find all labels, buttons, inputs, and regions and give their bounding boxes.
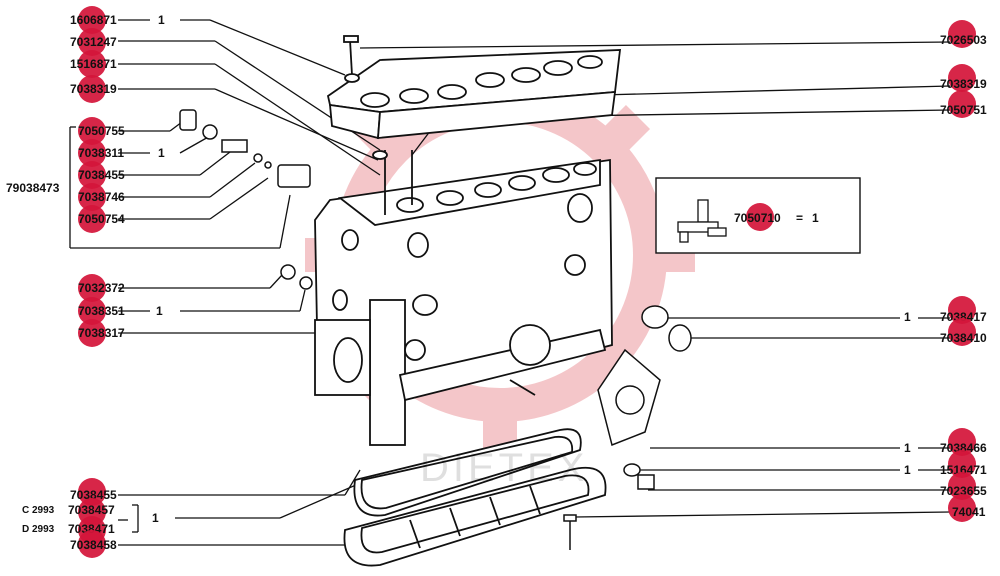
part-qty-label: 1: [904, 441, 911, 455]
part-code-label[interactable]: 7038466: [940, 441, 987, 455]
part-code-label[interactable]: 7038351: [78, 304, 125, 318]
marker-dot: [78, 75, 106, 103]
marker-dot: [78, 205, 106, 233]
variant-prefix-label: C 2993: [22, 505, 55, 516]
part-code-label[interactable]: 7023655: [940, 484, 987, 498]
part-code-label[interactable]: 7038455: [70, 488, 117, 502]
part-code-label[interactable]: 7038471: [68, 522, 115, 536]
variant-prefix-label: D 2993: [22, 524, 55, 535]
part-code-label[interactable]: 7031247: [70, 35, 117, 49]
part-code-label[interactable]: 7026503: [940, 33, 987, 47]
marker-dot: [948, 90, 976, 118]
marker-dot: [78, 319, 106, 347]
marker-dot: [78, 50, 106, 78]
part-code-label[interactable]: 1606871: [70, 13, 117, 27]
part-code-label[interactable]: 7038319: [940, 77, 987, 91]
part-qty-label: 1: [158, 146, 165, 160]
part-code-label[interactable]: 7050755: [78, 124, 125, 138]
marker-dot: [948, 20, 976, 48]
part-qty-label: 1: [152, 511, 159, 525]
part-code-label[interactable]: 1516471: [940, 463, 987, 477]
part-code-label[interactable]: 7038319: [70, 82, 117, 96]
marker-dot: [948, 318, 976, 346]
part-code-label[interactable]: 7032372: [78, 281, 125, 295]
part-code-label[interactable]: 7038457: [68, 503, 115, 517]
part-code-label[interactable]: 7038417: [940, 310, 987, 324]
part-code-label[interactable]: 74041: [952, 505, 986, 519]
part-code-label[interactable]: 1516871: [70, 57, 117, 71]
part-qty-label: 1: [812, 211, 819, 225]
part-code-label[interactable]: 7050754: [78, 212, 125, 226]
marker-dot: [948, 494, 976, 522]
part-code-label[interactable]: 7038410: [940, 331, 987, 345]
part-qty-label: 1: [904, 463, 911, 477]
watermark-text: DIETEX: [420, 446, 589, 490]
part-code-label[interactable]: 7038455: [78, 168, 125, 182]
part-code-label[interactable]: 7038458: [70, 538, 117, 552]
part-code-label[interactable]: 7050710: [734, 211, 781, 225]
part-qty-label: 1: [156, 304, 163, 318]
marker-dot: [78, 530, 106, 558]
part-code-label[interactable]: 7038311: [78, 146, 125, 160]
marker-dot: [746, 203, 774, 231]
part-qty-label: 1: [158, 13, 165, 27]
part-code-label[interactable]: 7038746: [78, 190, 125, 204]
marker-dot: [948, 64, 976, 92]
part-qty-label: 1: [904, 310, 911, 324]
inset-equals-label: =: [796, 211, 804, 225]
part-code-label[interactable]: 7050751: [940, 103, 987, 117]
group-code-label: 79038473: [6, 181, 60, 195]
part-code-label[interactable]: 7038317: [78, 326, 125, 340]
